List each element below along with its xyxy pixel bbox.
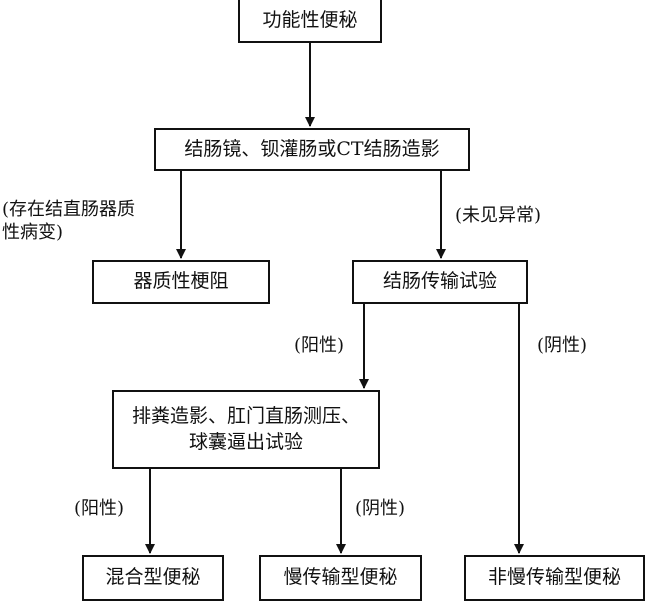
edge-label-transit-positive: (阳性) (294, 335, 345, 356)
node-slow-transit: 慢传输型便秘 (259, 555, 422, 601)
edge-label-anorectal-negative: (阴性) (355, 498, 406, 519)
edge-label-anorectal-positive: (阳性) (74, 498, 125, 519)
node-mixed: 混合型便秘 (82, 555, 224, 601)
node-root: 功能性便秘 (238, 0, 382, 43)
node-organic: 器质性梗阻 (92, 260, 270, 304)
node-transit-test: 结肠传输试验 (352, 260, 528, 304)
node-anorectal-test: 排粪造影、肛门直肠测压、 球囊逼出试验 (112, 390, 380, 469)
node-non-slow-transit: 非慢传输型便秘 (464, 555, 645, 601)
edge-label-transit-negative: (阴性) (537, 335, 588, 356)
node-exam: 结肠镜、钡灌肠或CT结肠造影 (154, 128, 470, 171)
edge-label-organic-lesion: (存在结直肠器质 性病变) (2, 199, 136, 244)
edge-label-no-abnormality: (未见异常) (455, 205, 542, 226)
